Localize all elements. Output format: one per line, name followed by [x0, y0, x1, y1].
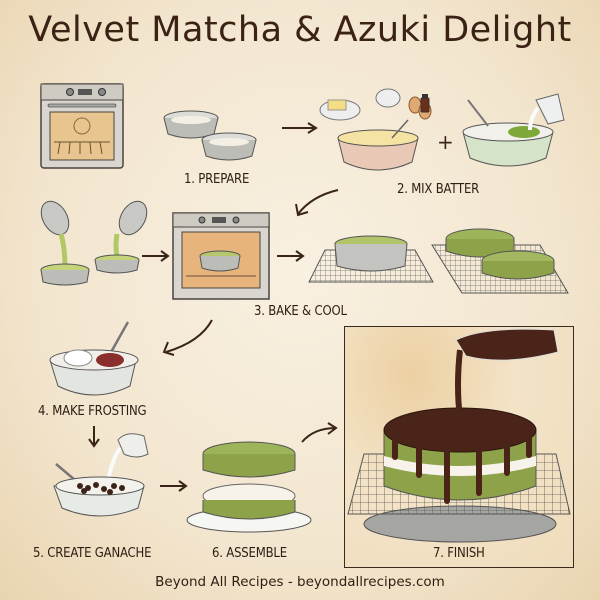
cake-pans-icon	[163, 110, 257, 161]
step-4-label: 4. MAKE FROSTING	[38, 404, 147, 419]
step-2-label: 2. MIX BATTER	[397, 182, 480, 197]
arrow-right-icon	[282, 122, 318, 134]
arrow-right-icon	[160, 480, 188, 492]
curved-arrow-icon	[162, 319, 213, 356]
step-6-label: 6. ASSEMBLE	[212, 546, 287, 561]
footer-credit: Beyond All Recipes - beyondallrecipes.co…	[155, 574, 445, 590]
step-7-label: 7. FINISH	[433, 546, 485, 561]
oven-icon	[40, 83, 124, 169]
vanilla-bottle-icon	[420, 94, 430, 113]
butter-sugar-eggs-bowl-icon	[319, 88, 432, 171]
step-3-label: 3. BAKE & COOL	[254, 304, 347, 319]
arrow-down-icon	[88, 426, 100, 448]
step-5-label: 5. CREATE GANACHE	[33, 546, 152, 561]
step-1-label: 1. PREPARE	[184, 172, 250, 187]
matcha-flour-bowl-icon	[462, 93, 565, 167]
oven-baking-icon	[172, 212, 270, 300]
pan-on-cooling-rack-icon	[308, 235, 434, 283]
frosting-bowl-icon	[49, 321, 139, 396]
page-title: Velvet Matcha & Azuki Delight	[28, 10, 572, 50]
ganache-bowl-icon	[53, 433, 149, 517]
curved-arrow-icon	[301, 422, 338, 443]
assembled-cake-icon	[186, 441, 312, 533]
plus-icon: +	[437, 130, 454, 154]
arrow-right-icon	[277, 250, 305, 262]
curved-arrow-icon	[295, 189, 339, 217]
cakes-on-cooling-rack-icon	[431, 228, 569, 294]
ganache-drip-cake-icon	[347, 328, 571, 543]
pour-batter-pans-icon	[40, 200, 148, 286]
arrow-right-icon	[142, 250, 170, 262]
